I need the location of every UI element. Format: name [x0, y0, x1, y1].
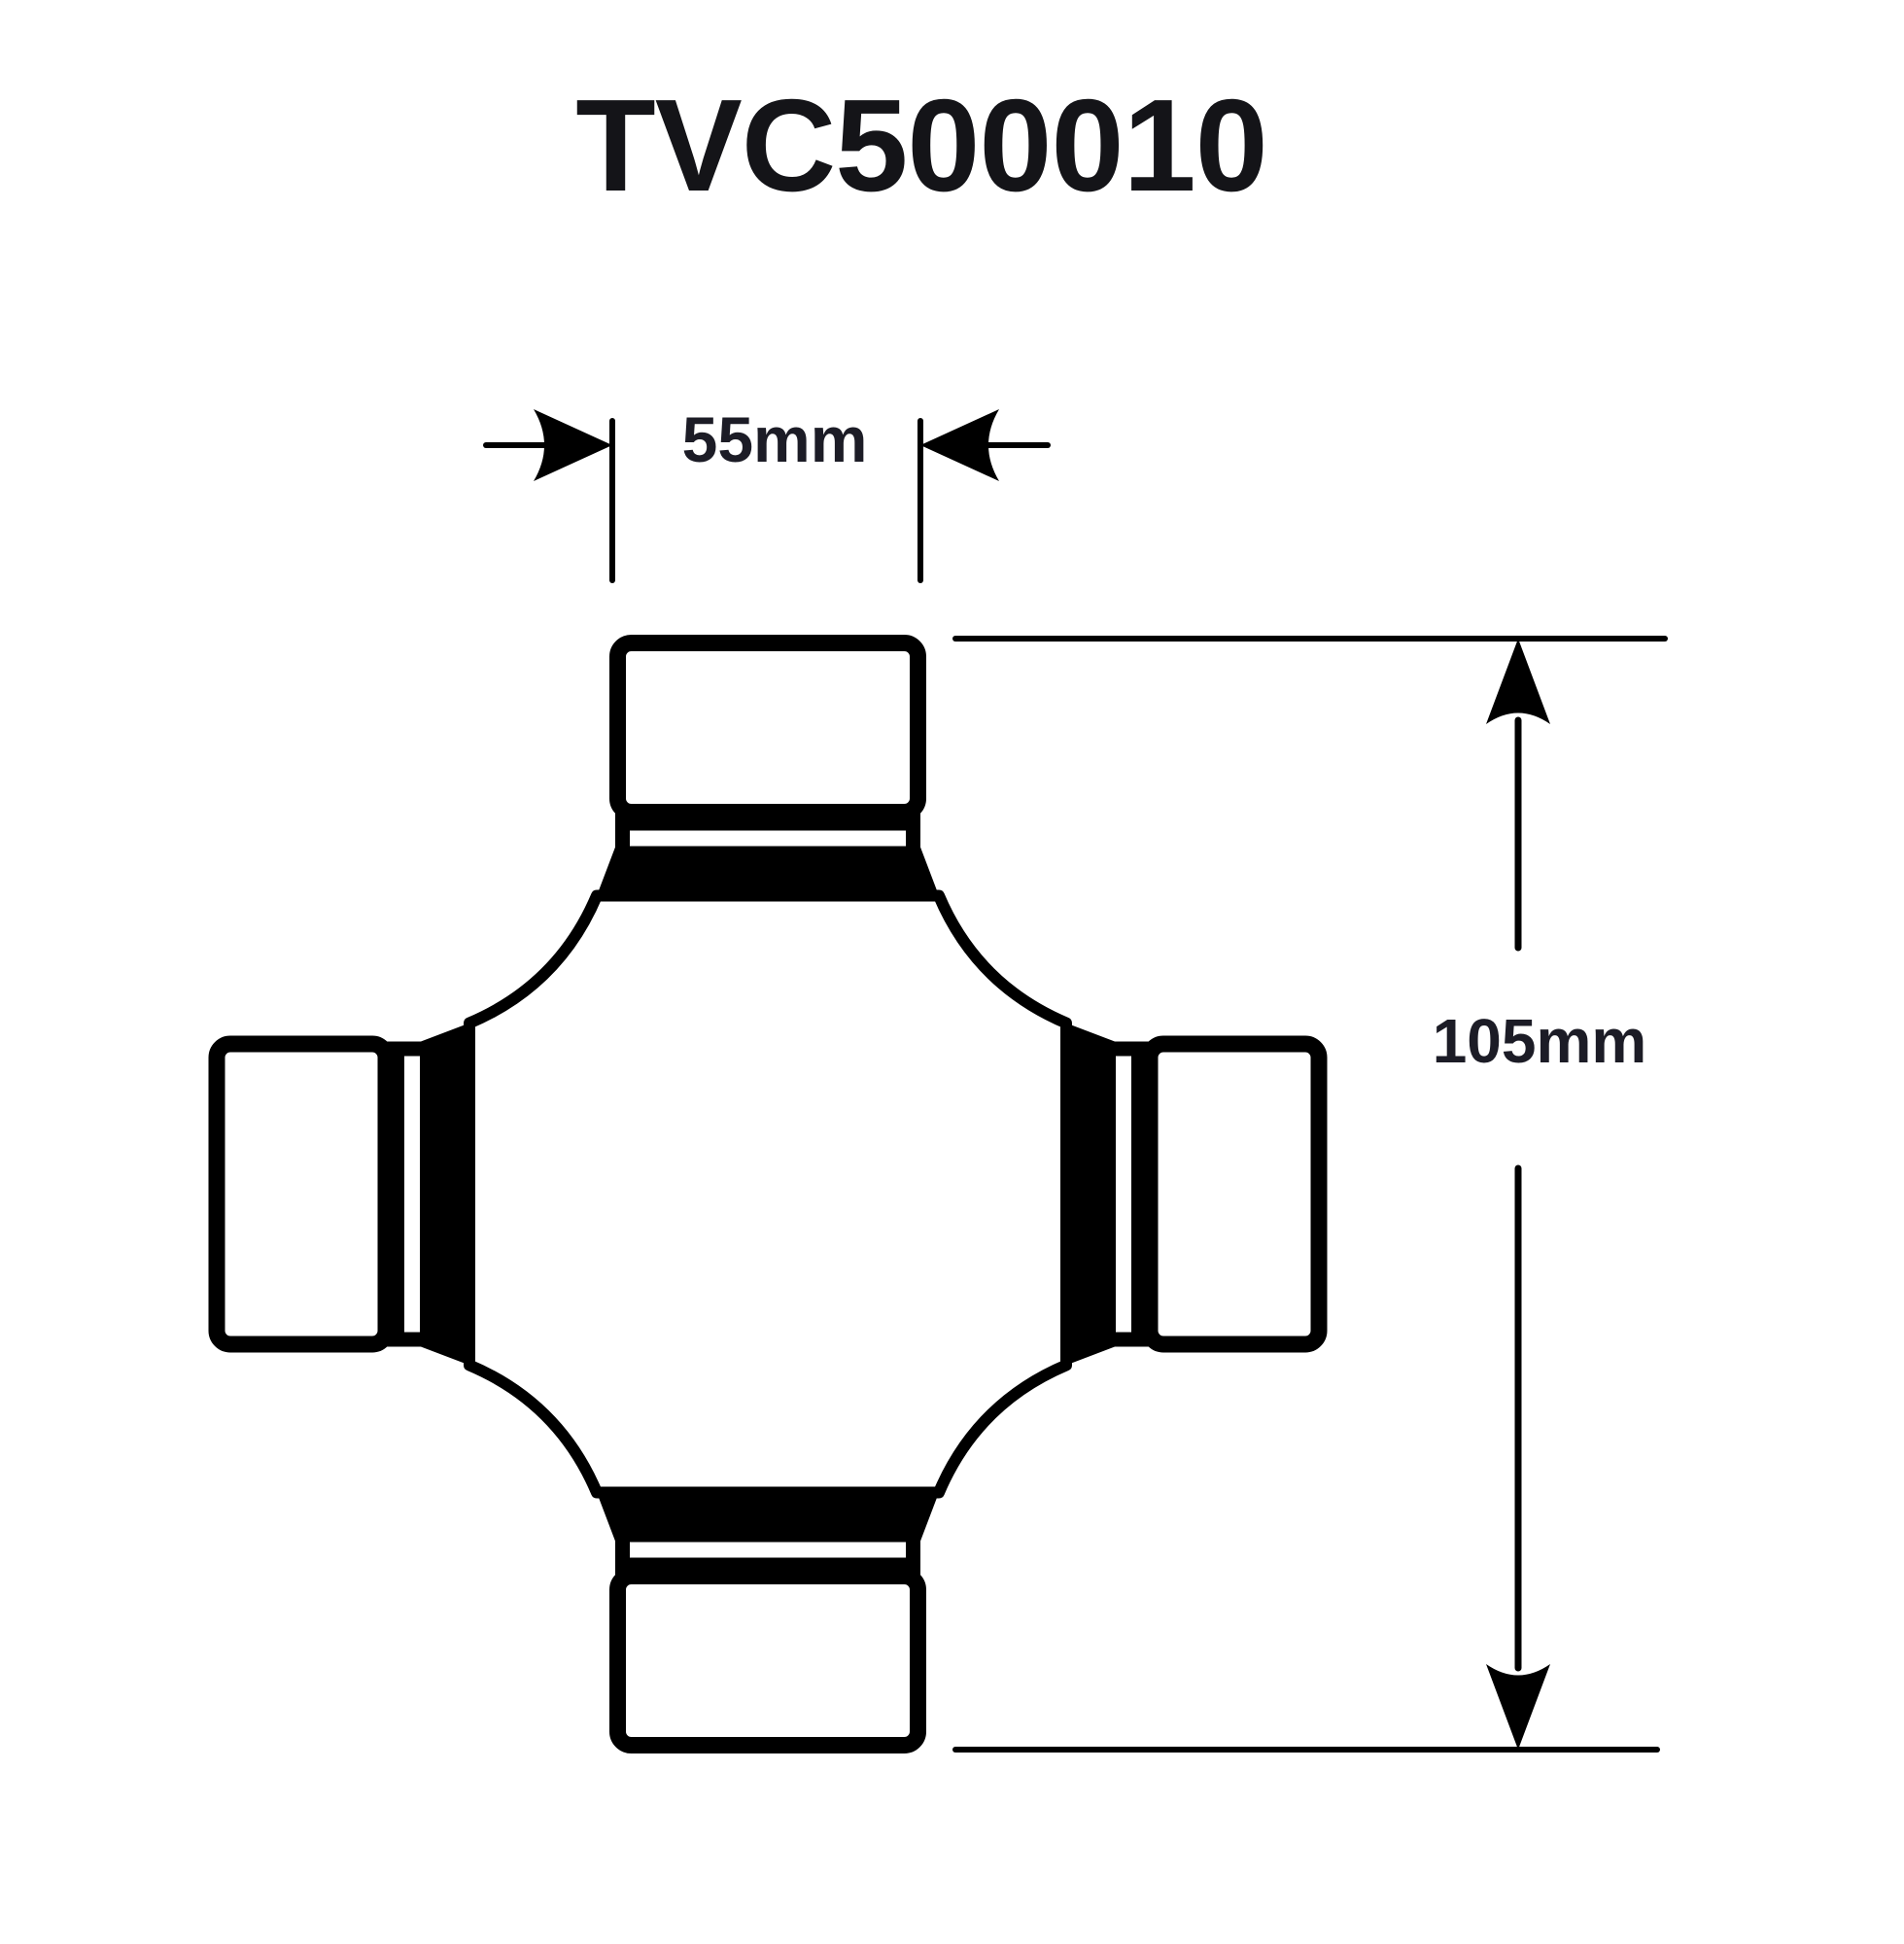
arrow-right-icon [534, 409, 612, 481]
arrow-down-icon [1486, 1664, 1550, 1750]
bearing-cap-top [597, 643, 939, 896]
dimension-length: 105mm [952, 636, 1668, 1753]
bearing-cap-right [1066, 1024, 1319, 1366]
cross-body [464, 889, 1072, 1499]
bearing-cap-bottom [597, 1493, 939, 1746]
drawing-title: TVC500010 [575, 72, 1266, 219]
dimension-width: 55mm [483, 403, 1051, 583]
length-dimension-label: 105mm [1433, 1006, 1647, 1076]
arrow-up-icon [1486, 639, 1550, 724]
part-ujoint-cross [217, 643, 1319, 1746]
width-dimension-label: 55mm [682, 403, 868, 475]
bearing-cap-left [217, 1024, 469, 1366]
arrow-left-icon [920, 409, 999, 481]
